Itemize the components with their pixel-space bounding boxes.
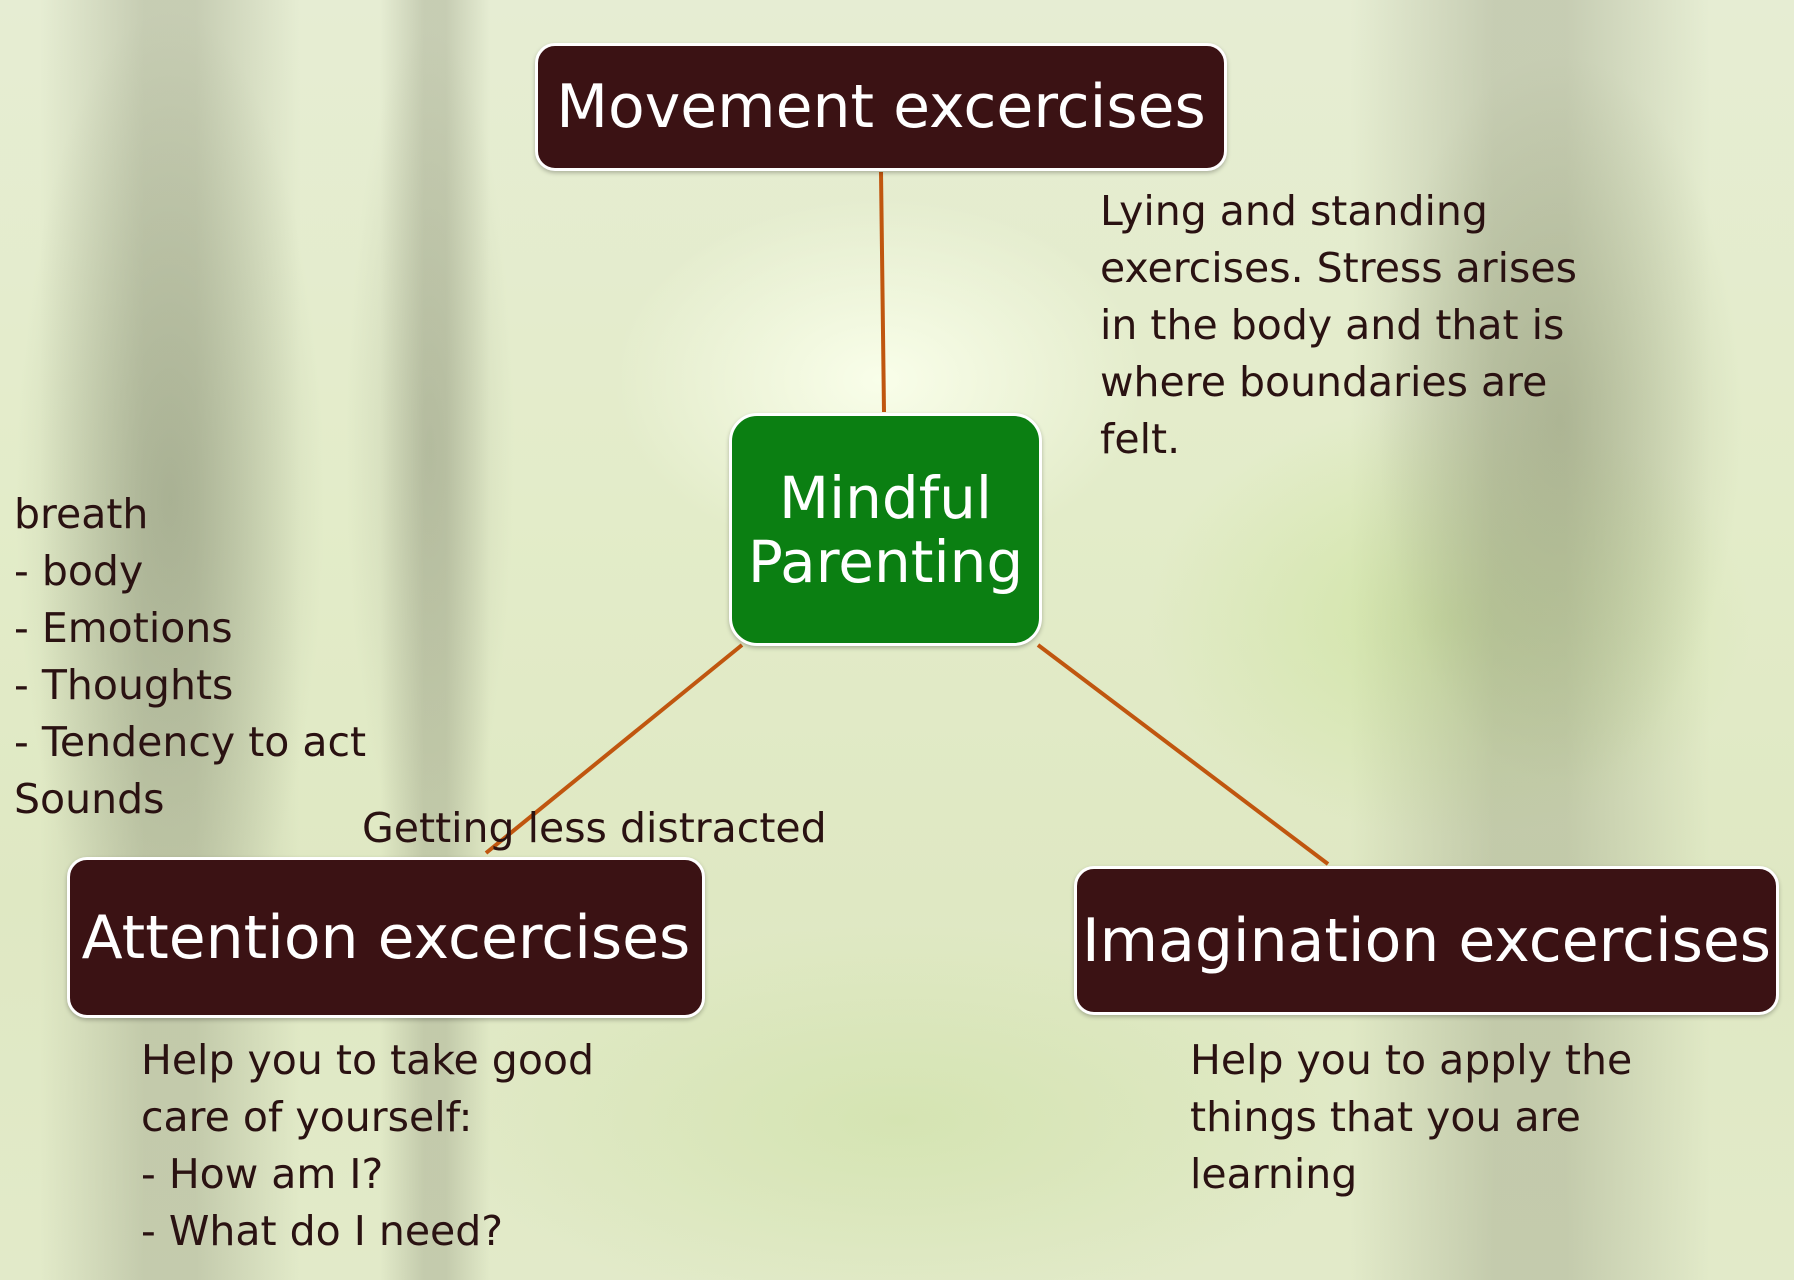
node-attention-label: Attention excercises: [81, 902, 691, 973]
connector-imagination: [1036, 643, 1330, 866]
tree-trunk-right: [1350, 0, 1710, 1280]
node-attention-excercises: Attention excercises: [67, 857, 705, 1018]
note-attention-side: breath - body - Emotions - Thoughts - Te…: [14, 490, 367, 823]
connector-attention: [484, 643, 744, 855]
note-movement: Lying and standing exercises. Stress ari…: [1100, 187, 1577, 463]
node-movement-excercises: Movement excercises: [535, 43, 1227, 171]
node-mindful-parenting: Mindful Parenting: [729, 413, 1042, 646]
note-attention: Help you to take good care of yourself: …: [141, 1036, 595, 1255]
note-imagination: Help you to apply the things that you ar…: [1190, 1036, 1633, 1198]
tree-trunk-left: [40, 0, 300, 1280]
node-center-label: Mindful Parenting: [747, 463, 1024, 596]
tree-trunk-mid: [380, 0, 490, 1280]
connector-movement: [879, 171, 886, 413]
node-imagination-excercises: Imagination excercises: [1074, 866, 1779, 1015]
connector-label-attention: Getting less distracted: [362, 804, 827, 852]
node-imagination-label: Imagination excercises: [1081, 905, 1772, 976]
node-movement-label: Movement excercises: [556, 72, 1206, 142]
